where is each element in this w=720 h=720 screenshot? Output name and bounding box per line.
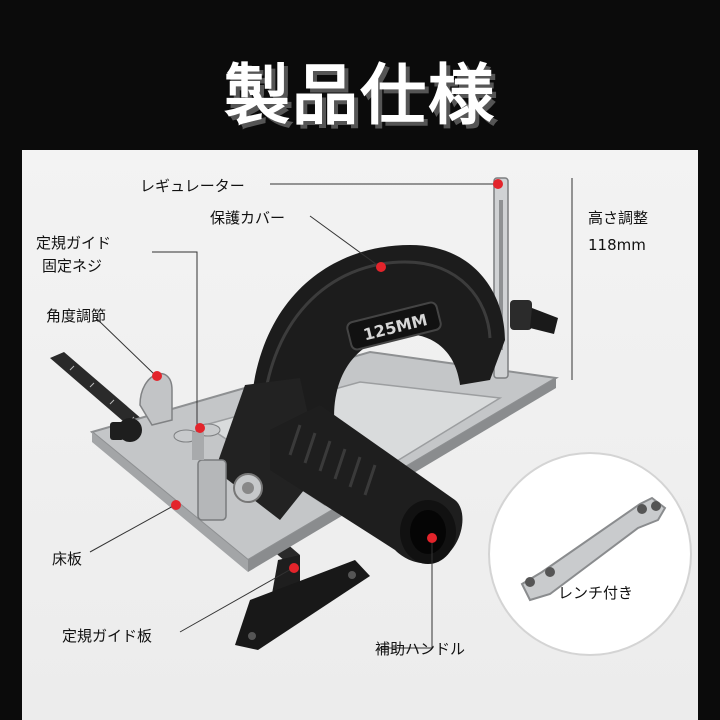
angle-bracket [110,372,173,442]
guide-fix-screw [173,423,221,460]
label-guide-screw-1: 定規ガイド [36,234,112,252]
label-guide-plate: 定規ガイド板 [62,627,153,645]
label-regulator: レギュレーター [140,177,245,195]
spec-height-label: 高さ調整 [588,209,649,227]
auxiliary-handle [270,405,463,564]
wrench-inset [488,452,692,656]
wrench-illustration [520,496,667,602]
guide-plate [235,555,370,650]
label-base: 床板 [52,550,83,568]
page-title: 製品仕様 [224,57,496,134]
blade-guard: 125MM [250,245,505,430]
spec-height-value: 118mm [588,236,646,254]
label-angle: 角度調節 [46,307,107,325]
leader-lines [89,178,573,649]
label-guard: 保護カバー [210,209,286,227]
label-guide-screw-2: 固定ネジ [42,257,103,275]
callout-markers [152,179,503,573]
label-handle: 補助ハンドル [375,640,466,658]
regulator-bar [493,177,558,379]
label-wrench: レンチ付き [558,584,634,602]
